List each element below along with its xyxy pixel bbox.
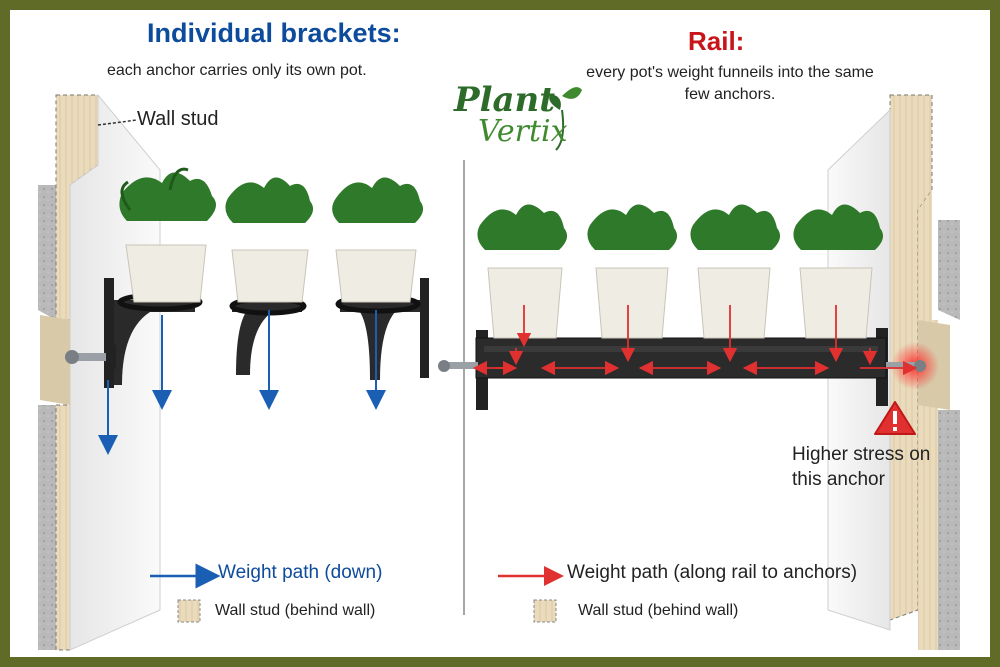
stress-label: Higher stress on this anchor bbox=[792, 444, 931, 490]
left-pot-1 bbox=[119, 167, 216, 303]
right-pot-1 bbox=[477, 204, 568, 339]
rail-weight-arrows bbox=[472, 305, 918, 376]
legend-weight-rail: Weight path (along rail to anchors) bbox=[567, 562, 858, 583]
left-screw bbox=[65, 345, 116, 369]
legend-icons bbox=[150, 563, 564, 623]
left-subtitle: each anchor carries only its own pot. bbox=[107, 62, 367, 79]
rail-icon bbox=[475, 328, 888, 410]
warning-icon bbox=[874, 401, 916, 435]
left-pot-3 bbox=[332, 177, 424, 303]
right-title: Rail: bbox=[688, 26, 745, 56]
logo-line1: Plant bbox=[454, 80, 555, 120]
brand-logo: Plant Vertix bbox=[438, 80, 588, 160]
legend-stud-swatch-right bbox=[533, 599, 557, 623]
logo-line2: Vertix bbox=[478, 114, 568, 149]
left-weight-arrows bbox=[98, 310, 386, 455]
logo-leaf-icon bbox=[549, 87, 582, 151]
left-title: Individual brackets: bbox=[147, 18, 401, 48]
legend-stud-swatch-left bbox=[177, 599, 201, 623]
stud-leader-line bbox=[97, 119, 138, 126]
legend-stud-left: Wall stud (behind wall) bbox=[215, 602, 376, 619]
wall-stud-label: Wall stud bbox=[137, 108, 219, 130]
left-pot-2 bbox=[225, 177, 314, 303]
diagram-artwork bbox=[38, 87, 960, 651]
legend-stud-right: Wall stud (behind wall) bbox=[578, 602, 739, 619]
right-subtitle: every pot's weight funneils into the sam… bbox=[586, 64, 874, 103]
legend-weight-down: Weight path (down) bbox=[218, 562, 383, 583]
right-pot-4 bbox=[793, 204, 884, 339]
diagram-frame: Individual brackets: each anchor carries… bbox=[10, 10, 990, 657]
right-pot-3 bbox=[690, 204, 781, 339]
right-pot-2 bbox=[587, 204, 678, 339]
